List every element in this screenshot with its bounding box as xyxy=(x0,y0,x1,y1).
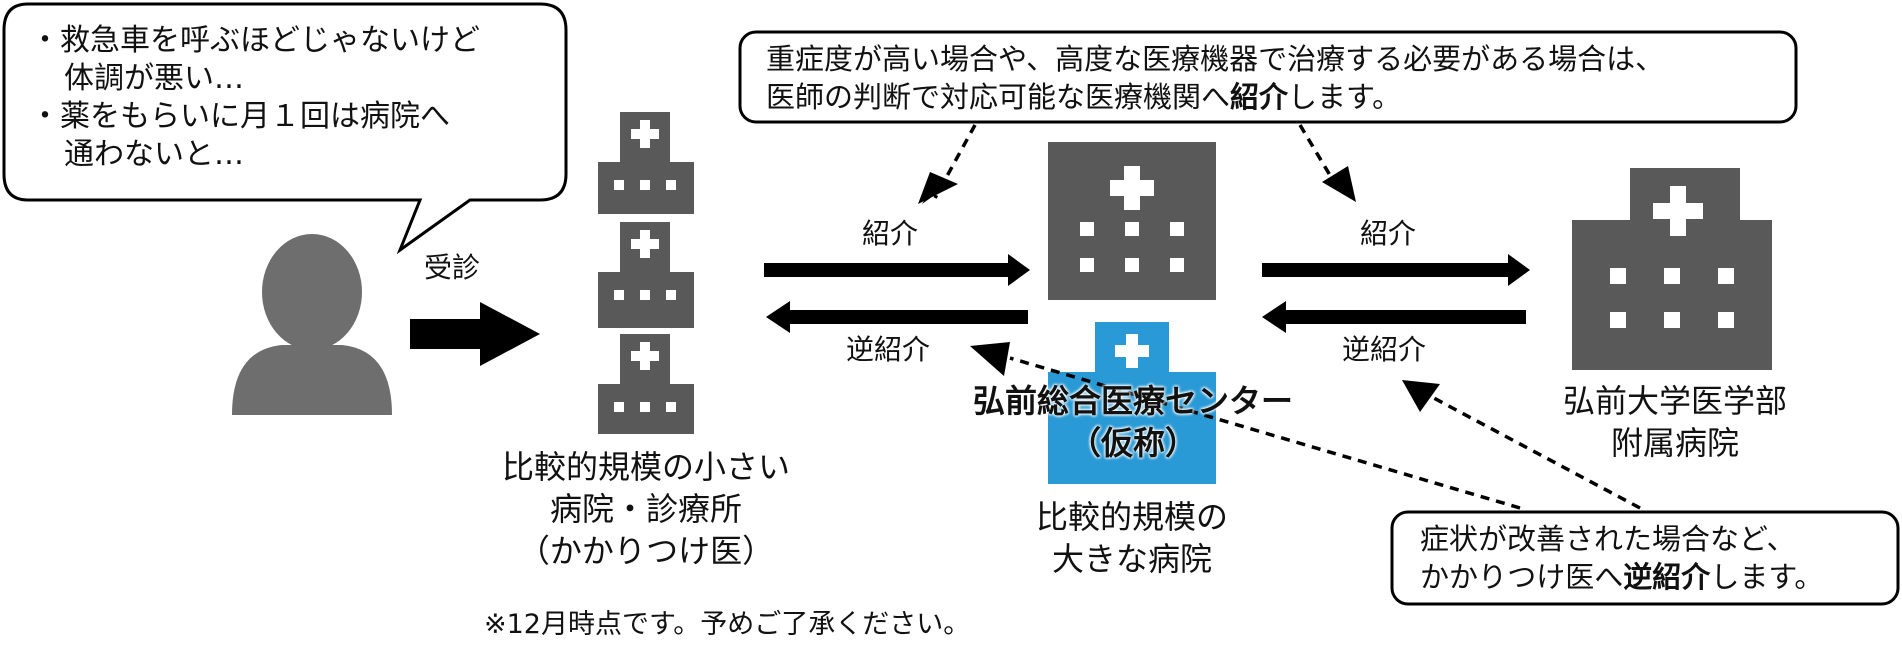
top-callout-text: 重症度が高い場合や、高度な医療機器で治療する必要がある場合は、 医師の判断で対応… xyxy=(766,40,1664,116)
small-clinics-line: 病院・診療所 xyxy=(549,490,742,528)
bottom-callout-box xyxy=(1390,510,1900,606)
dashed-arrow-to-clinics xyxy=(1009,356,1521,510)
center-hospital-desc-line: 比較的規模の xyxy=(1035,498,1228,536)
top-callout-line1: 重症度が高い場合や、高度な医療機器で治療する必要がある場合は、 xyxy=(766,42,1665,76)
bottom-callout-line2: かかりつけ医へ逆紹介します。 xyxy=(1420,558,1823,596)
bottom-callout-text: 症状が改善された場合など、 かかりつけ医へ逆紹介します。 xyxy=(1420,520,1823,596)
top-callout-box xyxy=(738,30,1798,124)
small-clinics-line: 比較的規模の小さい xyxy=(501,448,790,486)
referral-arrow-right-pair xyxy=(1262,254,1530,333)
top-callout-line2-pre: 医師の判断で対応可能な医療機関へ xyxy=(766,80,1231,114)
small-clinic-building-icon xyxy=(598,334,694,434)
dashed-arrow-to-center-reverse xyxy=(1429,394,1641,510)
top-callout-line2-post: します。 xyxy=(1288,80,1402,114)
bottom-callout-line2-bold: 逆紹介 xyxy=(1623,560,1711,594)
center-hospital-name-line2: （仮称） xyxy=(1068,424,1197,462)
referral-label-right: 紹介 xyxy=(1360,217,1417,250)
patient-bubble-line: ・救急車を呼ぶほどじゃないけど xyxy=(30,23,480,58)
patient-speech-bubble xyxy=(2,2,568,255)
patient-bubble-text: ・救急車を呼ぶほどじゃないけど 体調が悪い… ・薬をもらいに月１回は病院へ 通わ… xyxy=(30,22,480,174)
top-callout-line2-bold: 紹介 xyxy=(1230,80,1289,114)
small-clinic-building-icon xyxy=(598,222,694,328)
small-clinic-building-icon xyxy=(598,112,694,214)
center-hospital-desc-line: 大きな病院 xyxy=(1051,540,1212,578)
center-hospital-building-icon xyxy=(1048,142,1216,300)
center-hospital-description: 比較的規模の 大きな病院 xyxy=(1000,496,1264,580)
top-callout-line2: 医師の判断で対応可能な医療機関へ紹介します。 xyxy=(766,78,1664,116)
university-hospital-building-icon xyxy=(1572,168,1772,370)
university-hospital-line: 附属病院 xyxy=(1610,424,1739,462)
center-hospital-name-line1: 弘前総合医療センター xyxy=(972,382,1293,420)
bottom-callout-line2-pre: かかりつけ医へ xyxy=(1420,560,1624,594)
visit-label: 受診 xyxy=(424,251,481,284)
footnote: ※12月時点です。予めご了承ください。 xyxy=(484,609,971,640)
patient-bubble-line: 通わないと… xyxy=(64,137,244,172)
center-hospital-name: 弘前総合医療センター （仮称） xyxy=(928,380,1338,464)
bottom-callout-line2-post: します。 xyxy=(1710,560,1824,594)
patient-bubble-line: 体調が悪い… xyxy=(64,61,244,96)
visit-arrow xyxy=(410,302,540,366)
person-icon xyxy=(232,234,392,415)
referral-label-left: 紹介 xyxy=(862,217,919,250)
university-hospital-line: 弘前大学医学部 xyxy=(1562,382,1787,420)
center-hospital-cross-icon xyxy=(1048,322,1216,484)
referral-arrow-left-pair xyxy=(764,254,1030,333)
university-hospital-label: 弘前大学医学部 附属病院 xyxy=(1530,380,1820,464)
bottom-callout-line1: 症状が改善された場合など、 xyxy=(1420,522,1796,556)
patient-bubble-line: ・薬をもらいに月１回は病院へ xyxy=(30,99,450,134)
reverse-referral-label-right: 逆紹介 xyxy=(1342,333,1427,366)
small-clinics-line: （かかりつけ医） xyxy=(517,532,775,570)
small-clinics-label: 比較的規模の小さい 病院・診療所 （かかりつけ医） xyxy=(476,446,816,572)
reverse-referral-label-left: 逆紹介 xyxy=(846,333,931,366)
